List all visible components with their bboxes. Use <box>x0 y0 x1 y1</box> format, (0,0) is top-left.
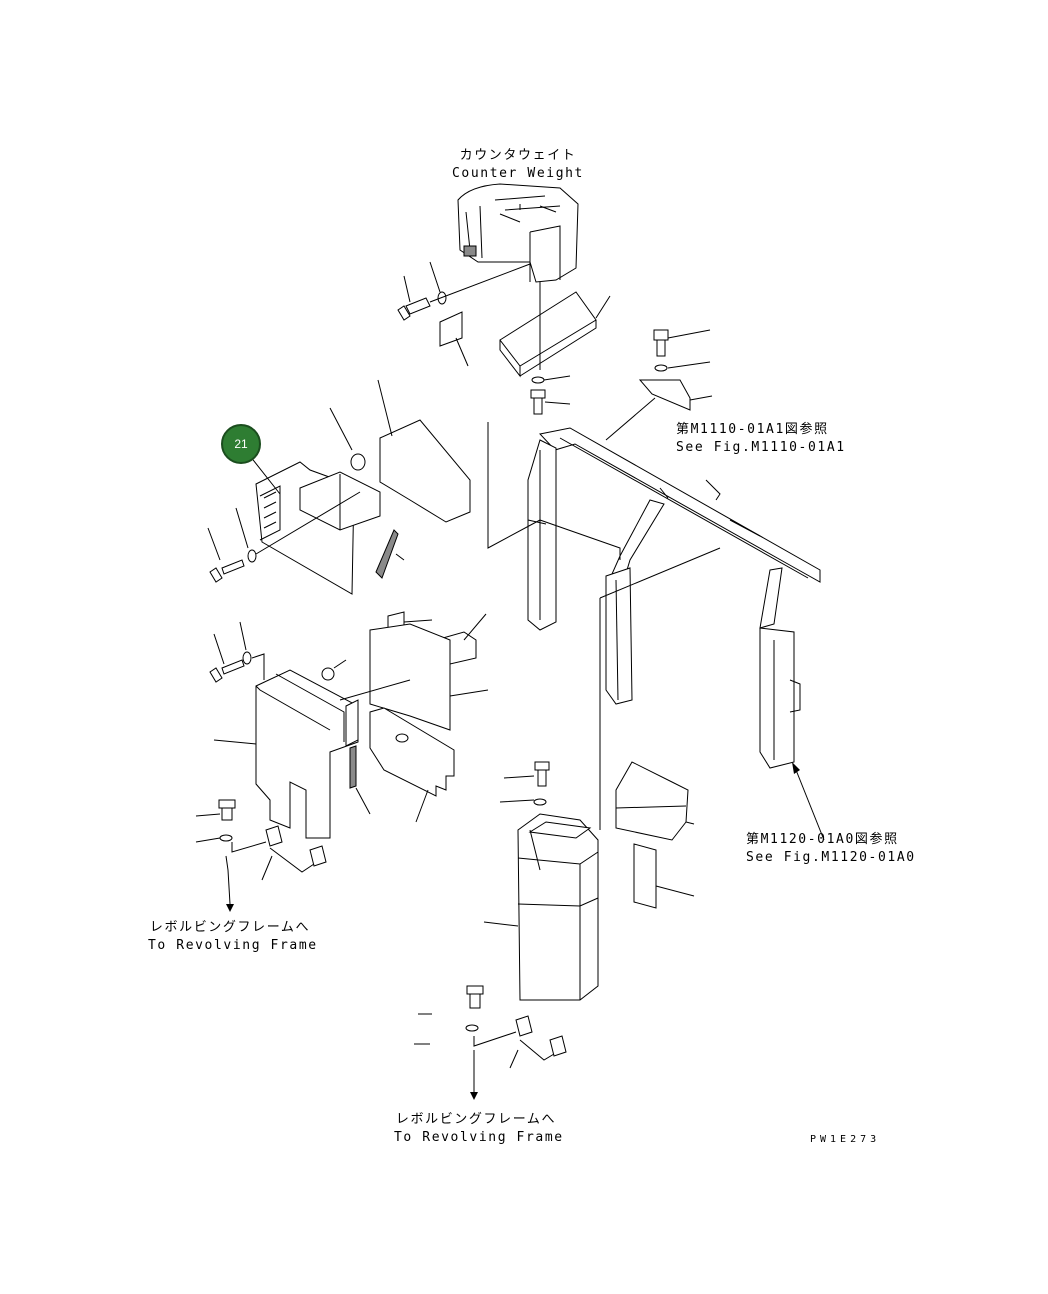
rubber-strip <box>375 529 399 579</box>
counterweight-label-jp: カウンタウェイト <box>459 148 577 163</box>
fig2-ref-jp: 第M1120-01A0図参照 <box>746 832 899 847</box>
cover-part-21 <box>255 461 381 595</box>
fig1-ref-en: See Fig.M1110-01A1 <box>676 440 846 455</box>
fig2-ref-en: See Fig.M1120-01A0 <box>746 850 916 865</box>
revolving-frame-1-jp: レボルビングフレームへ <box>149 920 311 935</box>
counterweight-lower-bolt <box>530 389 571 415</box>
revolving-frame-2-jp: レボルビングフレームへ <box>395 1112 557 1127</box>
shim-plate <box>439 311 463 347</box>
middle-panels <box>339 611 489 823</box>
revolving-frame-1-en: To Revolving Frame <box>148 938 318 953</box>
ring-seal <box>350 453 366 471</box>
grommet <box>321 667 335 681</box>
fig1-ref-jp: 第M1110-01A1図参照 <box>676 422 829 437</box>
counterweight-bolt <box>397 261 531 321</box>
small-bracket <box>638 379 691 411</box>
counterweight-bracket <box>499 282 611 378</box>
callout-number: 21 <box>234 437 248 451</box>
revolving-frame-2-en: To Revolving Frame <box>394 1130 564 1145</box>
counterweight-label-en: Counter Weight <box>452 166 584 181</box>
left-clips <box>195 799 327 912</box>
left-bolt-upper <box>209 621 265 683</box>
top-right-bolt <box>653 329 711 357</box>
right-bolt <box>499 761 550 806</box>
counterweight-part <box>457 183 579 283</box>
part-callout-21[interactable]: 21 <box>221 424 261 464</box>
main-frame <box>527 427 821 769</box>
cover-bolt <box>207 491 361 583</box>
long-cover-plate <box>377 379 471 523</box>
lower-clips <box>414 985 567 1100</box>
right-large-cover <box>517 813 599 1001</box>
seal-strip <box>349 745 357 789</box>
left-lower-cover <box>255 669 359 839</box>
drawing-code: PW1E273 <box>810 1134 881 1145</box>
small-right-panels <box>615 761 695 909</box>
